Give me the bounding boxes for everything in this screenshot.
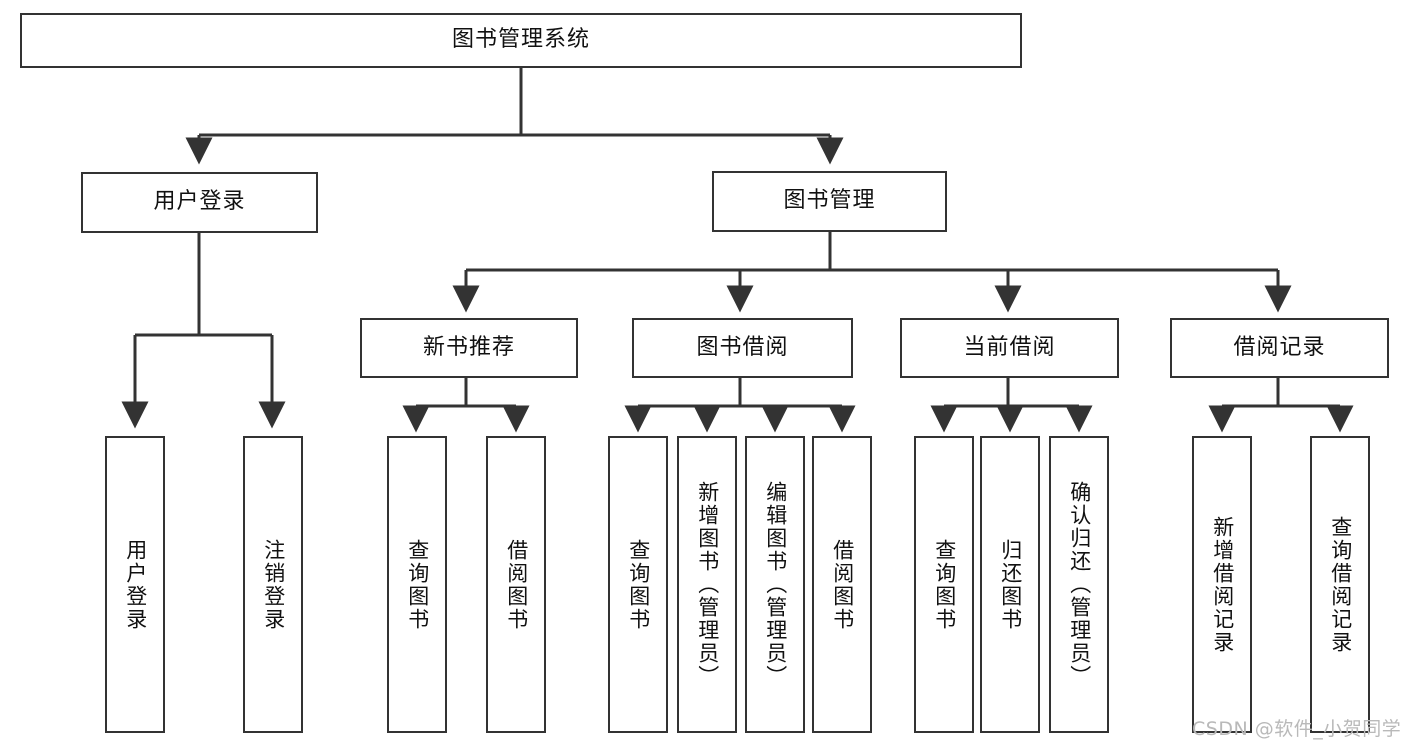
leaf-current-borrow-return[interactable]: 归还图书: [980, 436, 1040, 733]
leaf-current-borrow-query[interactable]: 查询图书: [914, 436, 974, 733]
node-user-login[interactable]: 用户登录: [81, 172, 318, 233]
leaf-new-book-query[interactable]: 查询图书: [387, 436, 447, 733]
leaf-label: 确认归还（管理员）: [1067, 481, 1092, 688]
node-current-borrow-label: 当前借阅: [963, 334, 1056, 360]
node-new-book-recommend-label: 新书推荐: [422, 334, 515, 360]
node-book-borrow[interactable]: 图书借阅: [632, 318, 853, 378]
leaf-user-login-logout[interactable]: 注销登录: [243, 436, 303, 733]
leaf-book-borrow-add[interactable]: 新增图书（管理员）: [677, 436, 737, 733]
node-book-management[interactable]: 图书管理: [712, 171, 947, 232]
leaf-label: 用户登录: [123, 538, 148, 631]
leaf-label: 借阅图书: [830, 538, 855, 631]
leaf-records-add[interactable]: 新增借阅记录: [1192, 436, 1252, 733]
node-root[interactable]: 图书管理系统: [20, 13, 1022, 68]
node-current-borrow[interactable]: 当前借阅: [900, 318, 1119, 378]
node-book-borrow-label: 图书借阅: [696, 334, 789, 360]
leaf-label: 新增借阅记录: [1210, 515, 1235, 654]
leaf-label: 注销登录: [261, 538, 286, 631]
leaf-label: 编辑图书（管理员）: [763, 481, 788, 688]
leaf-records-query[interactable]: 查询借阅记录: [1310, 436, 1370, 733]
leaf-book-borrow-borrow[interactable]: 借阅图书: [812, 436, 872, 733]
leaf-new-book-borrow[interactable]: 借阅图书: [486, 436, 546, 733]
leaf-label: 查询图书: [405, 538, 430, 631]
node-user-login-label: 用户登录: [153, 189, 246, 215]
leaf-book-borrow-edit[interactable]: 编辑图书（管理员）: [745, 436, 805, 733]
node-new-book-recommend[interactable]: 新书推荐: [360, 318, 578, 378]
leaf-label: 查询图书: [932, 538, 957, 631]
node-borrow-records[interactable]: 借阅记录: [1170, 318, 1389, 378]
leaf-label: 查询借阅记录: [1328, 515, 1353, 654]
watermark: CSDN @软件_小贺同学: [1192, 718, 1402, 740]
leaf-current-borrow-confirm-return[interactable]: 确认归还（管理员）: [1049, 436, 1109, 733]
leaf-user-login-login[interactable]: 用户登录: [105, 436, 165, 733]
node-book-management-label: 图书管理: [783, 188, 876, 214]
leaf-label: 借阅图书: [504, 538, 529, 631]
leaf-label: 查询图书: [626, 538, 651, 631]
leaf-label: 新增图书（管理员）: [695, 481, 720, 688]
node-borrow-records-label: 借阅记录: [1233, 334, 1326, 360]
leaf-label: 归还图书: [998, 538, 1023, 631]
node-root-label: 图书管理系统: [451, 27, 590, 53]
leaf-book-borrow-query[interactable]: 查询图书: [608, 436, 668, 733]
